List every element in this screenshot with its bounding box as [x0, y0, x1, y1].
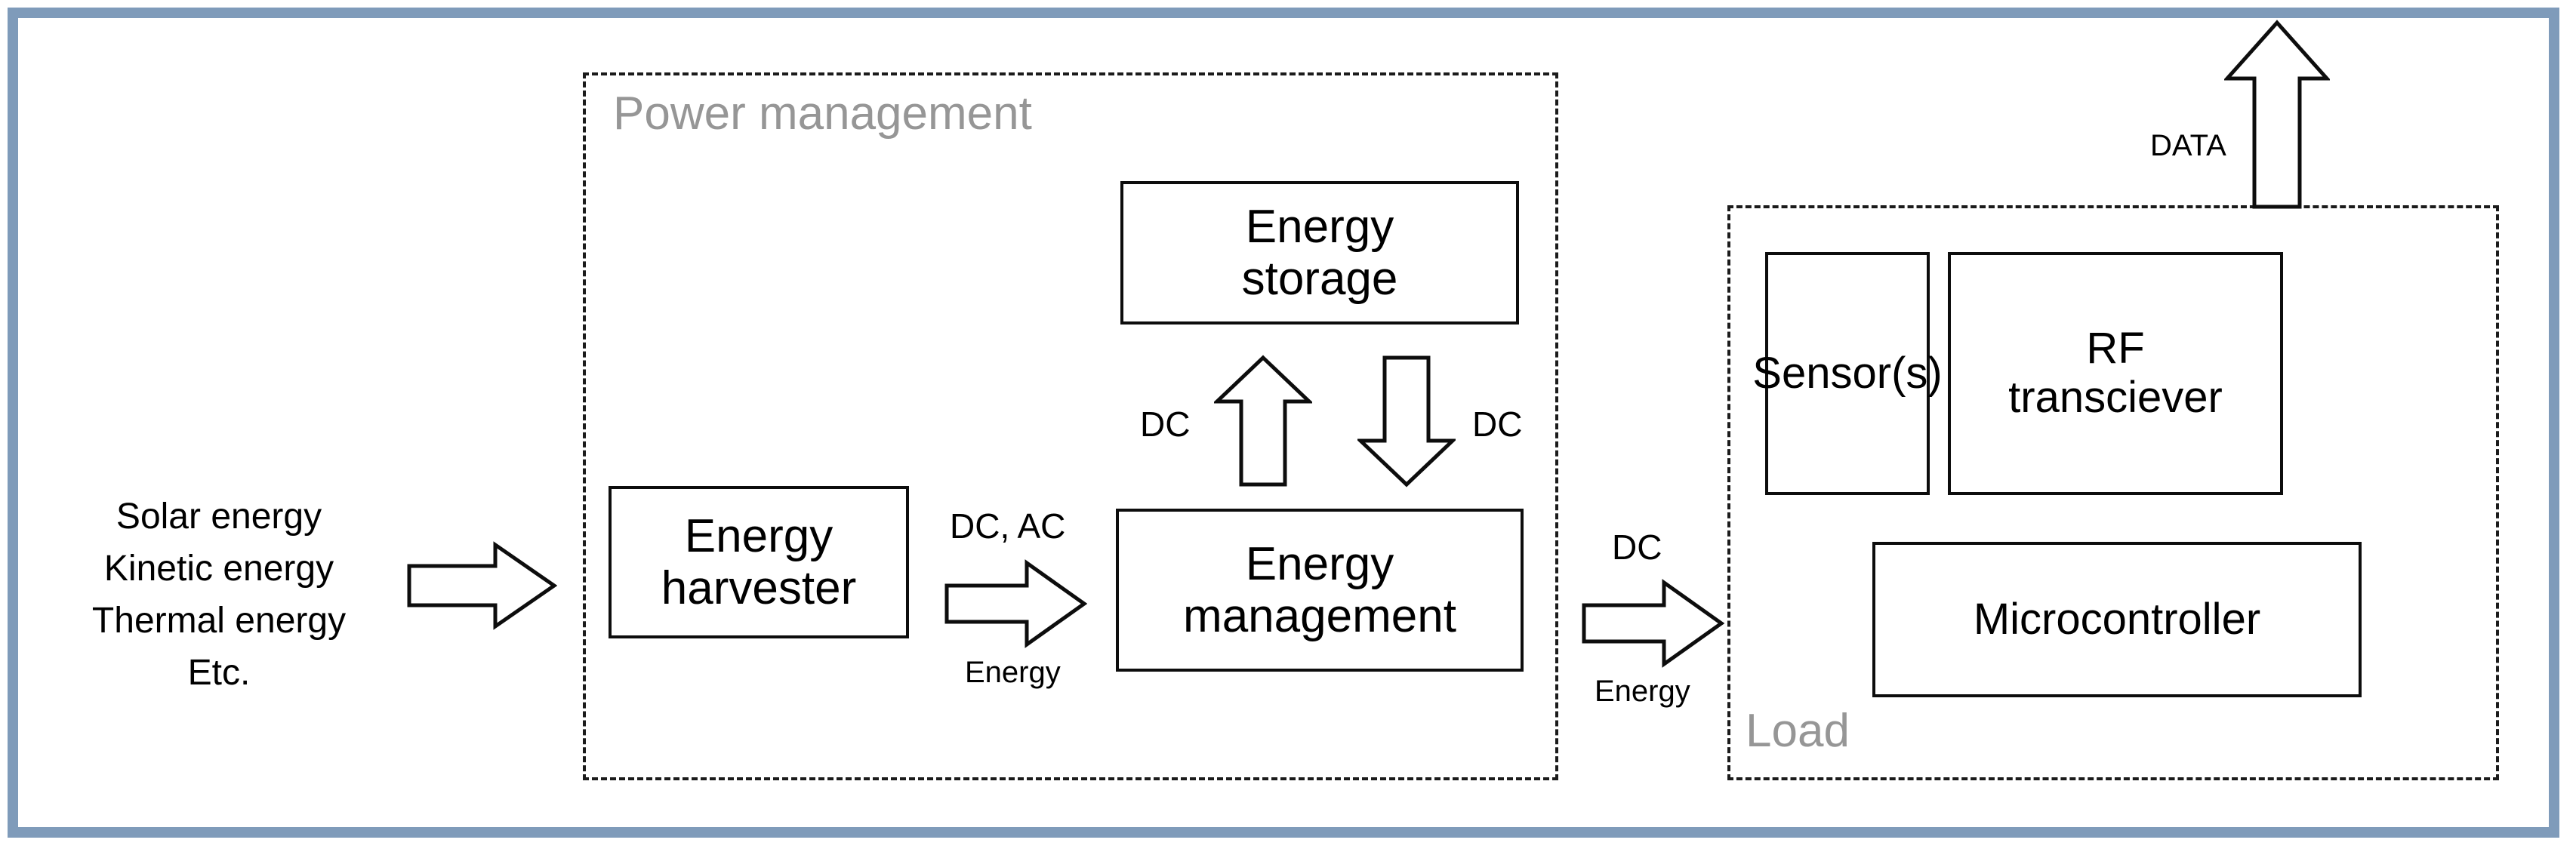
node-energy-storage-line1: Energy	[1245, 200, 1394, 253]
node-energy-storage[interactable]: Energy storage	[1120, 181, 1519, 324]
load-label: Load	[1746, 705, 1850, 757]
source-line-thermal: Thermal energy	[91, 601, 347, 641]
arrow-harvester-to-management	[944, 558, 1087, 649]
arrow-source-to-harvester	[406, 540, 557, 631]
source-line-kinetic: Kinetic energy	[103, 549, 334, 589]
node-energy-management-line1: Energy	[1245, 537, 1394, 590]
node-sensors-label: Sensor(s)	[1752, 348, 1943, 398]
node-energy-storage-line2: storage	[1241, 253, 1398, 305]
node-rf-transceiver-line2: transciever	[2008, 373, 2223, 422]
source-line-solar: Solar energy	[116, 497, 322, 537]
arrow-label-dc-down: DC	[1472, 404, 1523, 444]
arrow-management-to-storage	[1214, 355, 1312, 488]
arrow-label-dc-up: DC	[1140, 404, 1191, 444]
arrow-label-dc-load: DC	[1612, 528, 1662, 567]
node-microcontroller[interactable]: Microcontroller	[1872, 542, 2362, 697]
load-group	[1727, 205, 2499, 780]
node-energy-management-line2: management	[1183, 590, 1456, 642]
arrow-label-data: DATA	[2150, 129, 2226, 162]
node-energy-harvester-line1: Energy	[684, 509, 834, 562]
node-microcontroller-label: Microcontroller	[1973, 594, 2261, 644]
node-energy-harvester-line2: harvester	[661, 562, 857, 614]
node-energy-harvester[interactable]: Energy harvester	[609, 486, 909, 638]
arrow-storage-to-management	[1357, 355, 1456, 488]
arrow-data-out	[2224, 20, 2330, 210]
node-energy-management[interactable]: Energy management	[1116, 509, 1524, 672]
node-sensors[interactable]: Sensor(s)	[1752, 252, 1943, 495]
power-management-group	[583, 72, 1558, 780]
source-line-etc: Etc.	[187, 653, 251, 694]
energy-sources-label: Solar energy Kinetic energy Thermal ener…	[60, 491, 377, 699]
arrow-label-energy-1: Energy	[965, 656, 1061, 689]
node-rf-transceiver-line1: RF	[2086, 324, 2145, 374]
node-rf-transceiver[interactable]: RF transciever	[1948, 252, 2283, 495]
arrow-management-to-load	[1581, 578, 1724, 669]
arrow-label-energy-2: Energy	[1595, 675, 1690, 708]
power-management-label: Power management	[613, 88, 1032, 140]
arrow-label-dc-ac: DC, AC	[950, 506, 1066, 546]
